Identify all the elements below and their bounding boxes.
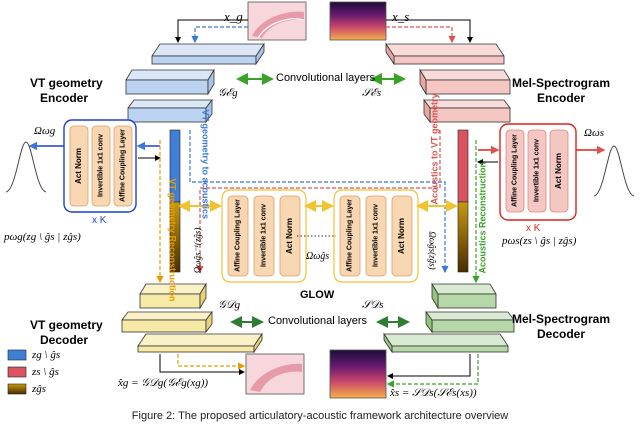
vt-recon-label: VT geometry Reconstruction — [167, 178, 178, 302]
left-act-norm-label: Act Norm — [74, 148, 83, 185]
vt-to-acoustics-label: VT geometry to acoustics — [200, 109, 211, 220]
vt-decoder-title: VT geometry Decoder — [30, 318, 103, 347]
xhat-s-label: x̂s = 𝒮𝒟s(𝒮ℰs(xs)) — [390, 387, 477, 399]
gaussian-right — [593, 145, 635, 197]
right-inv-conv-label: Invertible 1x1 conv — [533, 138, 541, 203]
acoustics-to-vt-label: Acoustics to VT geometry — [429, 93, 440, 205]
mel-spectrogram-decoder — [383, 282, 515, 354]
left-affine-label: Affine Coupling Layer — [119, 129, 127, 202]
vt-encoder-title: VT geometry Encoder — [30, 76, 103, 105]
g-dec-label: 𝒢𝒟g — [218, 299, 241, 311]
right-affine-label: Affine Coupling Layer — [511, 134, 519, 207]
s-dec-label: 𝒮𝒟s — [362, 299, 384, 311]
right-affine-box — [505, 129, 525, 213]
right-act-norm-box — [549, 129, 569, 213]
xs-label: x_s — [392, 9, 410, 24]
g-enc-label: 𝒢ℰg — [218, 87, 238, 99]
glow-right-inv-conv-label: Invertible 1x1 conv — [372, 203, 380, 268]
omega-forward-label: Ωωĝs(zĝs) — [427, 231, 438, 270]
glow-label: GLOW — [300, 289, 335, 301]
acoustics-recon-label: Acoustics Reconstruction — [477, 161, 488, 274]
vt-geometry-decoder — [121, 282, 263, 354]
gaussian-left — [5, 141, 47, 193]
p-right-label: pωs(zs \ ĝs | zĝs) — [502, 235, 577, 247]
omega-wg-label: Ωωg — [34, 125, 56, 137]
vt-to-acoustics-path — [189, 130, 449, 274]
vt-geometry-encoder — [125, 42, 265, 124]
omega-ws-label: Ωωs — [584, 127, 605, 139]
glow-left-affine-label: Affine Coupling Layer — [234, 199, 242, 272]
xk-right: x K — [526, 223, 541, 234]
left-inv-conv-label: Invertible 1x1 conv — [97, 133, 105, 198]
xs-dashed-arrow — [386, 26, 456, 44]
xg-label: x_g — [224, 9, 243, 24]
left-act-norm-box — [69, 125, 89, 207]
omega-inverse-label: Ωωĝs⁻¹(zĝs) — [192, 227, 203, 274]
legend-swatch-zgs — [7, 383, 27, 395]
vt-image-shape-top — [252, 11, 304, 38]
legend-label-zgs: zĝs — [32, 383, 47, 395]
conv-layers-top: Convolutional layers — [276, 72, 376, 84]
right-act-norm-label: Act Norm — [554, 153, 563, 190]
legend-swatch-zg — [7, 349, 27, 361]
mel-spectrogram-image-bottom — [329, 349, 387, 399]
xhat-g-label: x̂g = 𝒢𝒟g(𝒢ℰg(xg)) — [118, 377, 209, 389]
acoustics-to-vt-path — [196, 130, 441, 274]
glow-left-act-norm-label: Act Norm — [285, 218, 294, 255]
s-enc-label: 𝒮ℰs — [362, 87, 382, 99]
left-inv-conv-box — [91, 125, 111, 207]
omega-wgs-label: Ωωĝs — [306, 251, 330, 262]
legend-label-zg: zg \ ĝs — [32, 349, 61, 361]
conv-layers-bottom: Convolutional layers — [268, 315, 368, 327]
glow-right-affine-label: Affine Coupling Layer — [346, 199, 354, 272]
glow-right-act-norm-label: Act Norm — [397, 218, 406, 255]
latent-zs-red — [457, 129, 469, 203]
mel-spectrogram-image-top — [329, 1, 387, 41]
p-left-label: pωg(zg \ ĝs | zĝs) — [4, 231, 81, 243]
figure-caption: Figure 2: The proposed articulatory-acou… — [131, 410, 509, 422]
mel-spectrogram-encoder — [385, 42, 511, 124]
xk-left: x K — [92, 215, 107, 226]
mel-decoder-title: Mel-Spectrogram Decoder — [512, 312, 611, 341]
mel-encoder-title: Mel-Spectrogram Encoder — [512, 76, 611, 105]
latent-zgs-right — [457, 201, 469, 273]
left-affine-box — [113, 125, 133, 207]
latent-zgs-left — [169, 201, 181, 273]
right-inv-conv-box — [527, 129, 547, 213]
xg-dashed-arrow — [191, 26, 248, 44]
legend-label-zs: zs \ ĝs — [32, 366, 59, 378]
xs-input-arrow — [386, 19, 473, 43]
legend-swatch-zs — [7, 366, 27, 378]
xg-input-arrow — [175, 19, 248, 43]
glow-left-inv-conv-label: Invertible 1x1 conv — [260, 203, 268, 268]
